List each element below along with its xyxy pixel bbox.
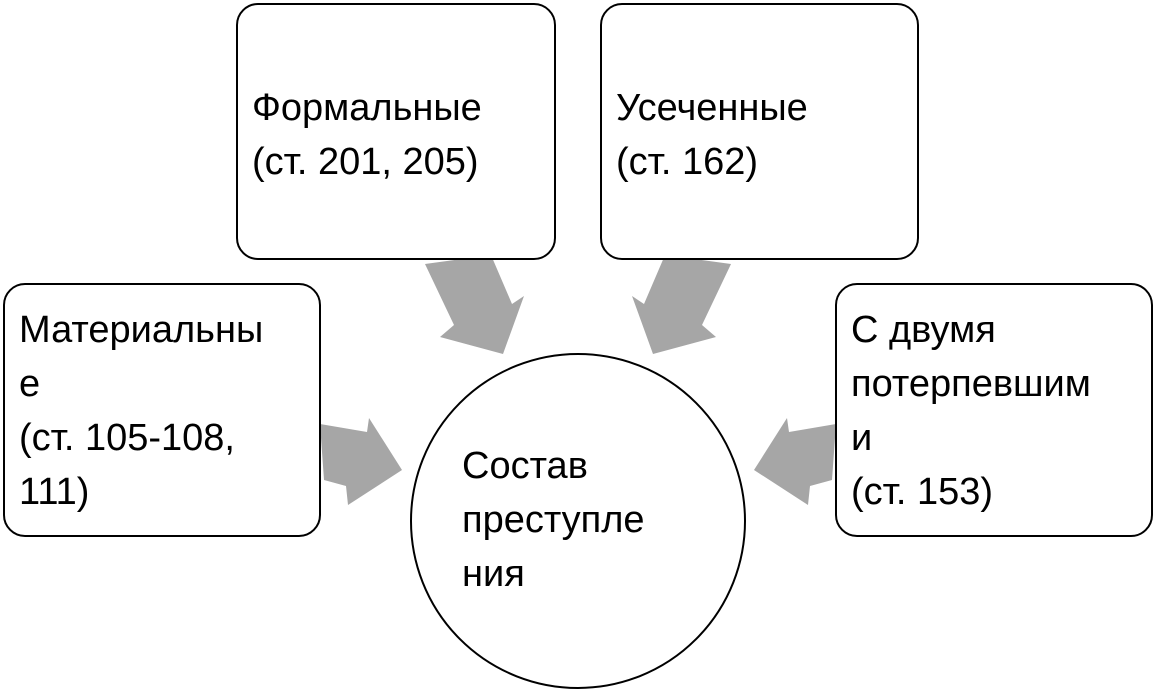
node-two-victims-line: и <box>851 417 873 459</box>
node-two-victims-line: С двумя <box>851 309 996 351</box>
node-material-line: (ст. 105-108, <box>19 417 235 459</box>
center-node-line: преступле <box>462 499 645 541</box>
node-truncated-line: (ст. 162) <box>616 141 759 183</box>
node-material-line: е <box>19 363 41 405</box>
center-node-line: Состав <box>462 445 588 487</box>
node-material: Материальны е (ст. 105-108, 111) <box>3 283 321 537</box>
node-two-victims: С двумя потерпевшим и (ст. 153) <box>835 283 1153 537</box>
node-formal-line: (ст. 201, 205) <box>252 141 479 183</box>
node-two-victims-line: (ст. 153) <box>851 471 994 513</box>
arrow-two-victims-to-center <box>754 418 836 505</box>
center-node-crime-composition: Состав преступле ния <box>410 353 746 689</box>
arrow-formal-to-center <box>425 255 524 354</box>
node-formal: Формальные (ст. 201, 205) <box>236 3 556 260</box>
arrow-material-to-center <box>320 418 402 505</box>
node-formal-line: Формальные <box>252 87 482 129</box>
node-material-line: 111) <box>19 471 90 513</box>
node-truncated: Усеченные (ст. 162) <box>600 3 919 260</box>
center-node-line: ния <box>462 553 525 595</box>
node-two-victims-line: потерпевшим <box>851 363 1091 405</box>
node-truncated-line: Усеченные <box>616 87 808 129</box>
arrow-truncated-to-center <box>632 255 731 354</box>
node-material-line: Материальны <box>19 309 264 351</box>
